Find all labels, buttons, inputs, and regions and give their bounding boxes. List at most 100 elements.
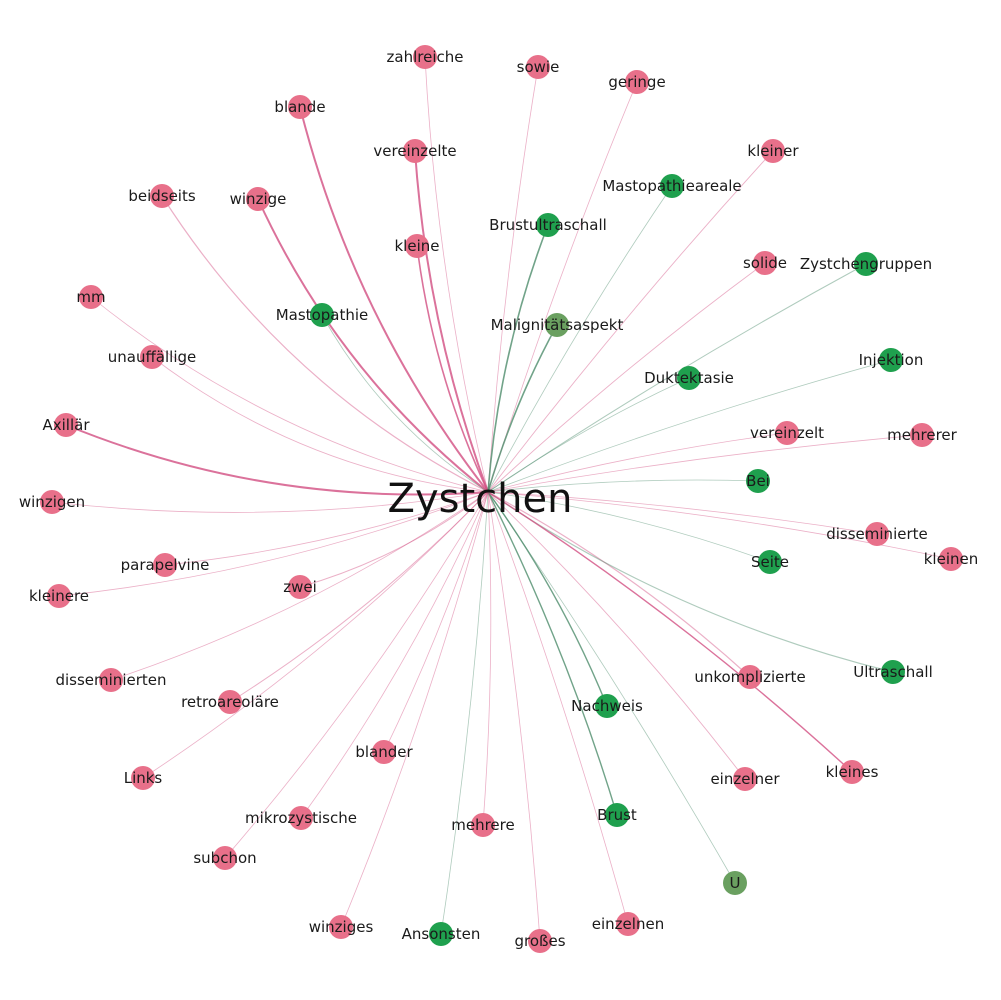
node-zwei[interactable]: zwei <box>283 575 317 599</box>
node-mastopathie[interactable]: Mastopathie <box>276 303 369 327</box>
node-kleiner[interactable]: kleiner <box>747 139 799 163</box>
node-vereinzelte[interactable]: vereinzelte <box>373 139 457 163</box>
node-injektion[interactable]: Injektion <box>859 348 924 372</box>
node-seite[interactable]: Seite <box>751 550 789 574</box>
node-circle[interactable] <box>140 345 164 369</box>
node-circle[interactable] <box>288 575 312 599</box>
node-circle[interactable] <box>761 139 785 163</box>
node-circle[interactable] <box>79 285 103 309</box>
node-nachweis[interactable]: Nachweis <box>571 694 643 718</box>
node-links[interactable]: Links <box>124 766 163 790</box>
node-geringe[interactable]: geringe <box>608 70 666 94</box>
node-u[interactable]: U <box>723 871 747 895</box>
node-vereinzelt[interactable]: vereinzelt <box>750 421 824 445</box>
node-circle[interactable] <box>879 348 903 372</box>
node-label: Bei <box>746 472 770 490</box>
node-ultraschall[interactable]: Ultraschall <box>853 660 933 684</box>
node-circle[interactable] <box>545 313 569 337</box>
node-circle[interactable] <box>150 184 174 208</box>
node-zystchengruppen[interactable]: Zystchengruppen <box>800 252 932 276</box>
node-circle[interactable] <box>616 912 640 936</box>
node-zahlreiche[interactable]: zahlreiche <box>387 45 464 69</box>
node-label: kleiner <box>747 142 799 160</box>
node-circle[interactable] <box>738 665 762 689</box>
node-winzigen[interactable]: winzigen <box>19 490 85 514</box>
node-circle[interactable] <box>753 251 777 275</box>
node-label: mehrere <box>451 816 514 834</box>
node-circle[interactable] <box>413 45 437 69</box>
node-einzelnen[interactable]: einzelnen <box>592 912 664 936</box>
node-bei[interactable]: Bei <box>746 469 770 493</box>
node-circle[interactable] <box>403 139 427 163</box>
node-circle[interactable] <box>758 550 782 574</box>
node-grosses[interactable]: großes <box>514 929 566 953</box>
node-circle[interactable] <box>528 929 552 953</box>
node-winziges[interactable]: winziges <box>309 915 374 939</box>
node-brustultraschall[interactable]: Brustultraschall <box>489 213 607 237</box>
node-kleine[interactable]: kleine <box>395 234 440 258</box>
node-circle[interactable] <box>54 413 78 437</box>
node-kleines[interactable]: kleines <box>826 760 879 784</box>
node-sowie[interactable]: sowie <box>517 55 560 79</box>
node-circle[interactable] <box>526 55 550 79</box>
node-circle[interactable] <box>733 767 757 791</box>
node-circle[interactable] <box>910 423 934 447</box>
node-unauffaellige[interactable]: unauffällige <box>108 345 197 369</box>
node-circle[interactable] <box>746 469 770 493</box>
node-circle[interactable] <box>153 553 177 577</box>
node-mastopathieareale[interactable]: Mastopathieareale <box>602 174 742 198</box>
node-subchon[interactable]: subchon <box>193 846 257 870</box>
node-circle[interactable] <box>723 871 747 895</box>
node-circle[interactable] <box>47 584 71 608</box>
edge-retroareolaere <box>229 491 489 703</box>
node-circle[interactable] <box>372 740 396 764</box>
node-circle[interactable] <box>329 915 353 939</box>
node-circle[interactable] <box>218 690 242 714</box>
node-mehrerer[interactable]: mehrerer <box>887 423 958 447</box>
node-circle[interactable] <box>289 806 313 830</box>
node-einzelner[interactable]: einzelner <box>710 767 780 791</box>
node-brust[interactable]: Brust <box>597 803 637 827</box>
node-blander[interactable]: blander <box>355 740 413 764</box>
node-beidseits[interactable]: beidseits <box>128 184 196 208</box>
node-circle[interactable] <box>536 213 560 237</box>
node-mehrere[interactable]: mehrere <box>451 813 515 837</box>
node-axillaer[interactable]: Axillär <box>43 413 91 437</box>
node-disseminierte[interactable]: disseminierte <box>826 522 928 546</box>
node-ansonsten[interactable]: Ansonsten <box>402 922 481 946</box>
node-malignitaetsaspekt[interactable]: Malignitätsaspekt <box>491 313 624 337</box>
node-circle[interactable] <box>213 846 237 870</box>
node-circle[interactable] <box>881 660 905 684</box>
node-circle[interactable] <box>429 922 453 946</box>
node-solide[interactable]: solide <box>743 251 787 275</box>
node-circle[interactable] <box>677 366 701 390</box>
node-circle[interactable] <box>595 694 619 718</box>
node-blande[interactable]: blande <box>274 95 326 119</box>
node-duktektasie[interactable]: Duktektasie <box>644 366 734 390</box>
node-circle[interactable] <box>99 668 123 692</box>
node-retroareolaere[interactable]: retroareoläre <box>181 690 279 714</box>
node-mikrozystische[interactable]: mikrozystische <box>245 806 357 830</box>
node-winzige[interactable]: winzige <box>230 187 287 211</box>
node-circle[interactable] <box>40 490 64 514</box>
node-circle[interactable] <box>246 187 270 211</box>
node-circle[interactable] <box>939 547 963 571</box>
node-circle[interactable] <box>605 803 629 827</box>
node-kleinere[interactable]: kleinere <box>29 584 89 608</box>
node-circle[interactable] <box>660 174 684 198</box>
node-circle[interactable] <box>288 95 312 119</box>
node-mm[interactable]: mm <box>76 285 106 309</box>
node-circle[interactable] <box>310 303 334 327</box>
node-circle[interactable] <box>131 766 155 790</box>
node-circle[interactable] <box>405 234 429 258</box>
node-circle[interactable] <box>775 421 799 445</box>
node-circle[interactable] <box>625 70 649 94</box>
node-circle[interactable] <box>840 760 864 784</box>
node-kleinen[interactable]: kleinen <box>924 547 979 571</box>
node-circle[interactable] <box>471 813 495 837</box>
node-circle[interactable] <box>865 522 889 546</box>
node-unkomplizierte[interactable]: unkomplizierte <box>694 665 806 689</box>
node-disseminierten[interactable]: disseminierten <box>55 668 167 692</box>
node-parapelvine[interactable]: parapelvine <box>121 553 210 577</box>
node-circle[interactable] <box>854 252 878 276</box>
